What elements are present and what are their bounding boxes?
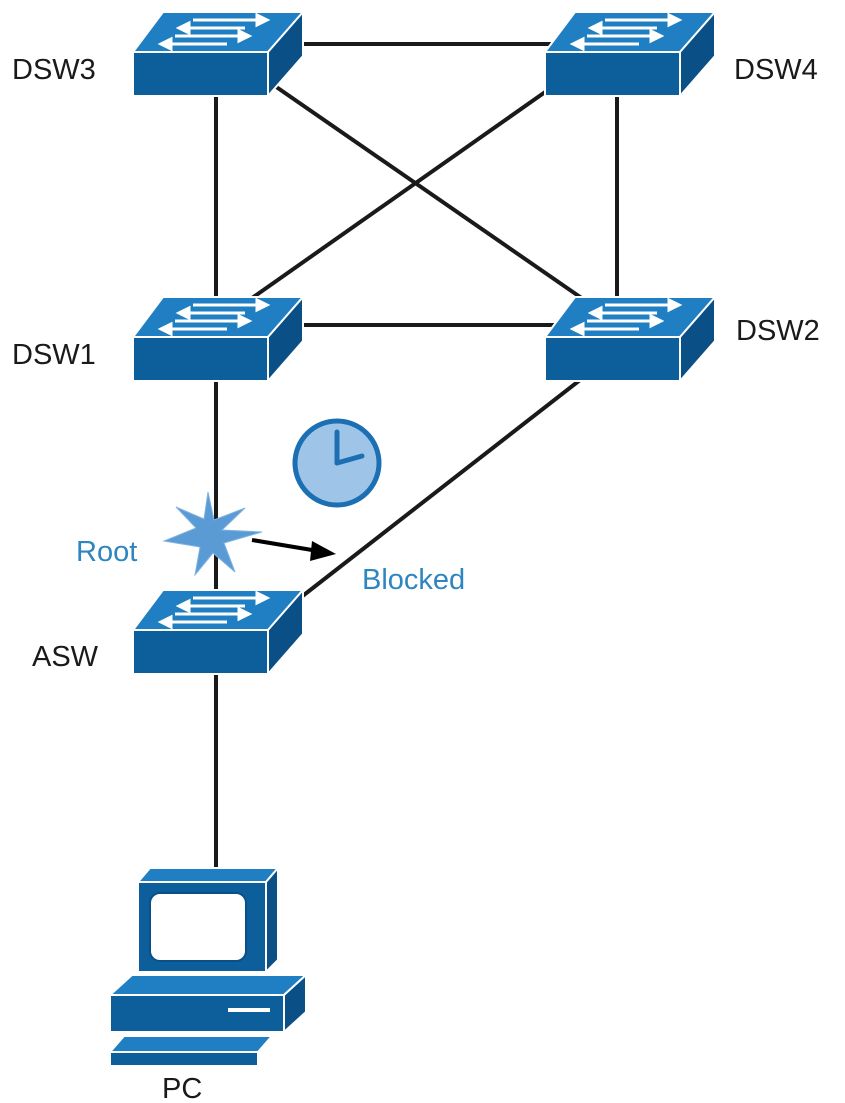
links (214, 42, 619, 870)
label-asw: ASW (32, 641, 99, 673)
label-dsw1: DSW1 (12, 339, 96, 371)
switch-dsw4 (543, 10, 717, 98)
link-dsw2-asw (298, 378, 582, 600)
label-blocked: Blocked (362, 564, 465, 596)
switch-icon (131, 295, 305, 383)
switch-dsw3 (131, 10, 305, 98)
switch-asw (131, 588, 305, 676)
label-root: Root (76, 536, 137, 568)
label-dsw3: DSW3 (12, 54, 96, 86)
link-dsw3-dsw2 (270, 82, 598, 310)
arrow-root-to-blocked (251, 538, 336, 561)
pc-icon (107, 865, 309, 1067)
label-dsw2: DSW2 (736, 315, 820, 347)
switch-icon (131, 10, 305, 98)
switch-dsw1 (131, 295, 305, 383)
switch-dsw2 (543, 295, 717, 383)
switch-icon (543, 295, 717, 383)
label-pc: PC (162, 1073, 202, 1103)
starburst-icon (162, 491, 263, 577)
link-dsw4-dsw1 (243, 88, 550, 305)
switch-icon (543, 10, 717, 98)
clock-icon (292, 418, 382, 508)
switch-icon (131, 588, 305, 676)
label-dsw4: DSW4 (734, 54, 818, 86)
